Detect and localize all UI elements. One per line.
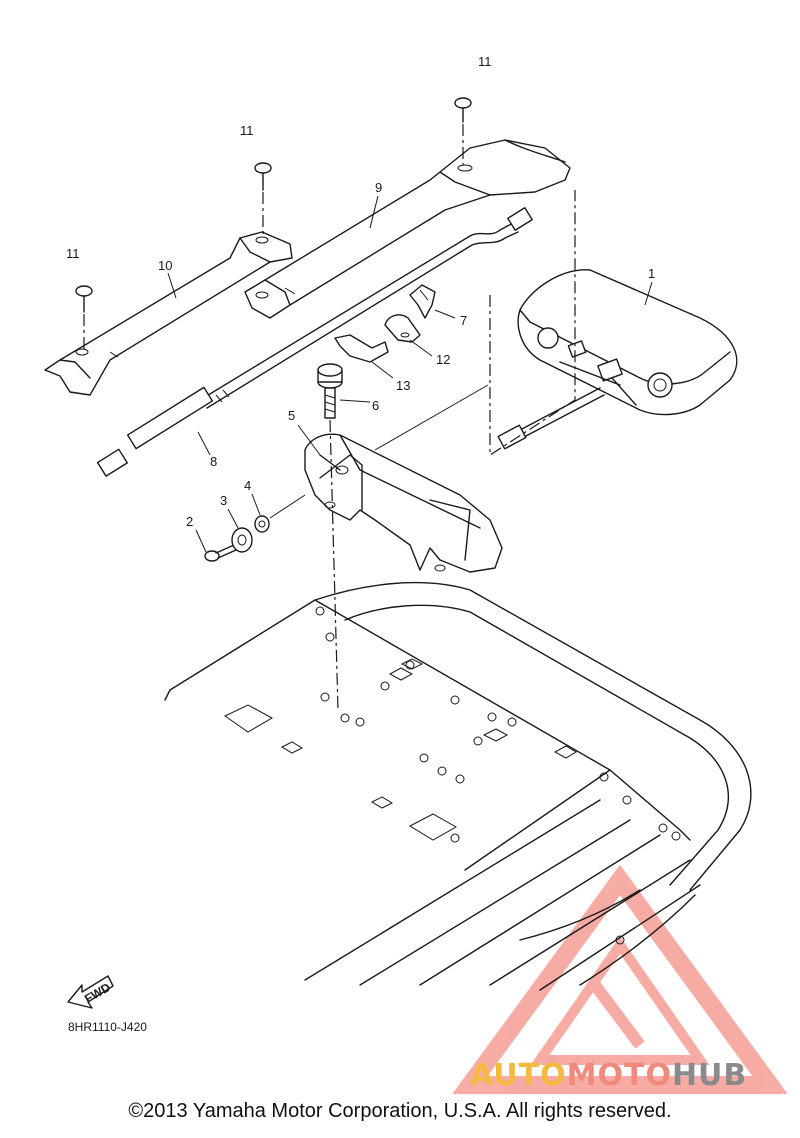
diagram-code: 8HR1110-J420	[68, 1020, 147, 1034]
callout-9: 9	[375, 180, 382, 195]
callout-13: 13	[396, 378, 410, 393]
part-2-screw	[204, 544, 237, 562]
part-10-bracket	[44, 231, 293, 396]
part-1-tail-light	[497, 269, 738, 450]
part-9-bracket	[244, 139, 571, 319]
part-11-screw-a	[75, 285, 93, 350]
part-13-clamp	[334, 334, 389, 363]
part-11-screw-c	[454, 97, 472, 165]
leader-lines	[167, 195, 653, 553]
part-3-grommet	[231, 527, 253, 553]
callout-11-b: 11	[240, 123, 254, 138]
brand-part-auto: AUTO	[470, 1058, 567, 1093]
callout-8: 8	[210, 454, 217, 469]
callout-5: 5	[288, 408, 295, 423]
part-4-collar	[254, 494, 306, 533]
callout-11-a: 11	[66, 246, 80, 261]
callout-7: 7	[460, 313, 467, 328]
callout-6: 6	[372, 398, 379, 413]
callout-2: 2	[186, 514, 193, 529]
callout-10: 10	[158, 258, 172, 273]
copyright-notice: ©2013 Yamaha Motor Corporation, U.S.A. A…	[128, 1100, 672, 1122]
callout-labels: 1 2 3 4 5 6 7 8 9 10 11 11 11 12 13	[66, 54, 655, 529]
reference-frame	[489, 190, 576, 457]
callout-4: 4	[244, 478, 251, 493]
fwd-arrow-icon: FWD	[67, 975, 114, 1009]
callout-1: 1	[648, 266, 655, 281]
part-12-clamp	[384, 314, 421, 343]
brand-part-moto: MOTO	[566, 1058, 672, 1093]
part-11-screw-b	[254, 162, 272, 238]
watermark-logo	[452, 864, 788, 1094]
part-7-clip	[409, 284, 436, 319]
callout-12: 12	[436, 352, 450, 367]
part-6-bolt	[317, 363, 343, 711]
callout-11-c: 11	[478, 54, 492, 69]
watermark-brand: AUTOMOTOHUB	[470, 1058, 747, 1093]
brand-part-hub: HUB	[671, 1058, 748, 1093]
part-8-wire-harness	[96, 207, 533, 477]
vehicle-frame	[164, 581, 752, 991]
callout-3: 3	[220, 493, 227, 508]
part-5-mount	[304, 384, 503, 573]
